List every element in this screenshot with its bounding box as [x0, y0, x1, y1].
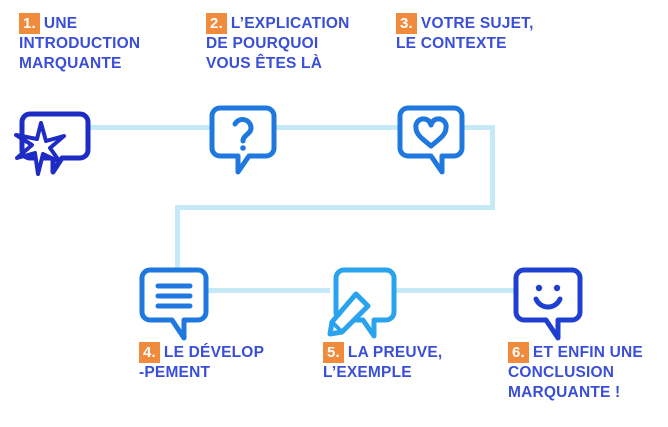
- star-speech-bubble-icon: [8, 104, 100, 180]
- connector-right-vertical: [490, 125, 495, 210]
- step-label-6: 6.ET ENFIN UNE CONCLUSION MARQUANTE !: [508, 342, 668, 402]
- step-number-badge-1: 1.: [19, 13, 40, 34]
- pencil-speech-bubble-icon: [326, 266, 398, 342]
- step-label-5: 5.LA PREUVE, L’EXEMPLE: [323, 342, 498, 383]
- step-number-badge-3: 3.: [396, 13, 417, 34]
- step-label-1: 1.UNE INTRODUCTION MARQUANTE: [19, 13, 189, 73]
- heart-speech-bubble-icon: [396, 104, 466, 178]
- question-speech-bubble-icon: [208, 104, 278, 178]
- lines-speech-bubble-icon: [138, 266, 210, 342]
- connector-step2-step3: [275, 125, 401, 130]
- connector-step3-elbow: [458, 125, 495, 130]
- step-label-4: 4.LE DÉVELOP -PEMENT: [139, 342, 314, 383]
- step-label-text-3: VOTRE SUJET, LE CONTEXTE: [396, 15, 534, 52]
- step-label-text-6: ET ENFIN UNE CONCLUSION MARQUANTE !: [508, 344, 643, 401]
- step-label-text-5: LA PREUVE, L’EXEMPLE: [323, 344, 443, 381]
- step-label-2: 2.L’EXPLICATION DE POURQUOI VOUS ÊTES LÀ: [206, 13, 386, 73]
- connector-step1-step2: [89, 125, 210, 130]
- step-number-badge-4: 4.: [139, 342, 160, 363]
- step-label-3: 3.VOTRE SUJET, LE CONTEXTE: [396, 13, 586, 54]
- step-label-text-4: LE DÉVELOP -PEMENT: [139, 344, 265, 381]
- step-number-badge-5: 5.: [323, 342, 344, 363]
- smiley-speech-bubble-icon: [512, 266, 584, 342]
- step-label-text-1: UNE INTRODUCTION MARQUANTE: [19, 15, 141, 72]
- step-number-badge-6: 6.: [508, 342, 529, 363]
- connector-step4-step5: [205, 288, 330, 293]
- step-label-text-2: L’EXPLICATION DE POURQUOI VOUS ÊTES LÀ: [206, 15, 350, 72]
- step-number-badge-2: 2.: [206, 13, 227, 34]
- connector-left-vertical: [175, 205, 180, 277]
- connector-step5-step6: [393, 288, 515, 293]
- connector-midrow-horizontal: [175, 205, 495, 210]
